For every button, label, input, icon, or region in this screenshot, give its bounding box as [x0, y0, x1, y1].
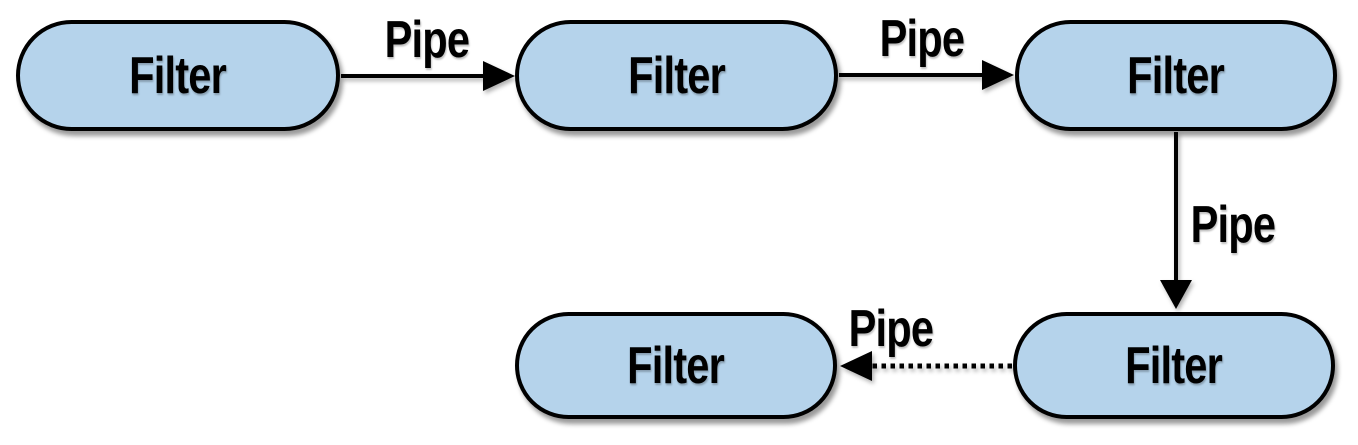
node-filter-1: Filter	[16, 20, 340, 131]
pipe-3-label: Pipe	[1148, 195, 1318, 255]
pipe-1-label: Pipe	[342, 10, 512, 70]
node-filter-2: Filter	[515, 20, 838, 131]
node-filter-5: Filter	[1013, 312, 1335, 419]
node-filter-3-label: Filter	[1127, 46, 1226, 105]
node-filter-4-label: Filter	[627, 336, 726, 395]
pipe-1-arrowhead	[483, 61, 515, 91]
pipe-3-arrowhead	[1160, 280, 1192, 309]
node-filter-4: Filter	[515, 312, 837, 419]
pipe-3-label-text: Pipe	[1190, 196, 1276, 254]
node-filter-2-label: Filter	[628, 46, 726, 105]
pipe-2-label-text: Pipe	[879, 10, 965, 68]
node-filter-5-label: Filter	[1125, 336, 1224, 395]
pipe-4-label: Pipe	[806, 299, 976, 359]
node-filter-3: Filter	[1015, 20, 1337, 131]
pipe-2-arrowhead	[982, 60, 1014, 90]
pipe-2-label: Pipe	[837, 9, 1007, 69]
pipe-1-label-text: Pipe	[384, 11, 470, 69]
pipe-4-label-text: Pipe	[848, 300, 934, 358]
pipe-4-arrowhead	[840, 351, 872, 381]
node-filter-1-label: Filter	[129, 46, 228, 105]
